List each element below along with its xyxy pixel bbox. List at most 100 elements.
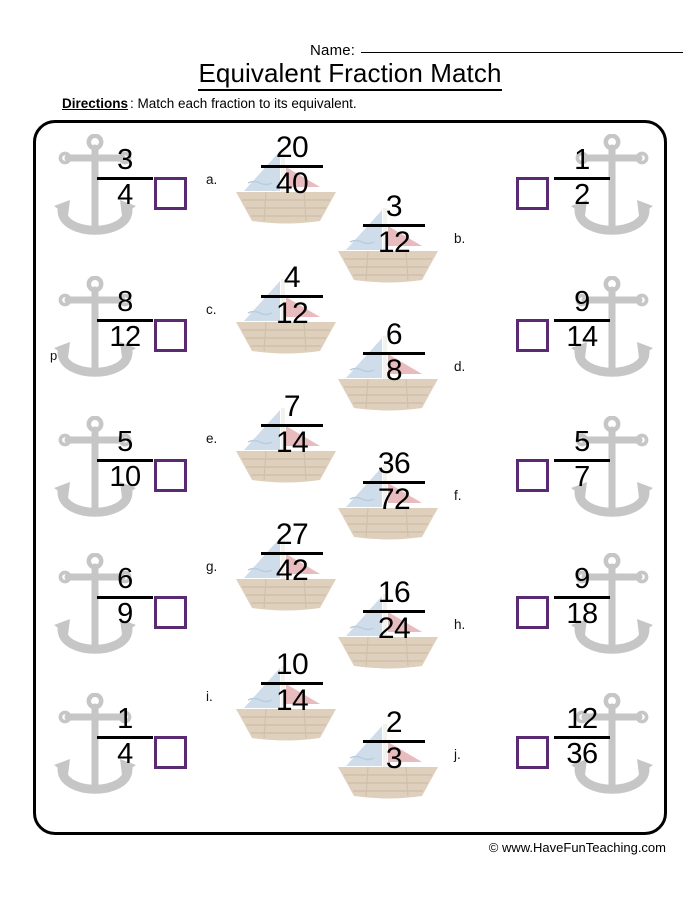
boat-fraction-item: c. 4 12: [206, 261, 386, 357]
fraction: 20 40: [246, 132, 338, 199]
fraction-denominator: 8: [385, 353, 403, 387]
fraction: 3 12: [348, 191, 440, 259]
item-letter: i.: [206, 688, 213, 704]
item-letter: b.: [454, 230, 466, 246]
boat-fraction-group: 2 3: [330, 707, 446, 800]
fraction-denominator: 12: [109, 320, 141, 353]
boat-fraction-item: e. 7 14: [206, 390, 386, 486]
sailboat-icon: [338, 594, 438, 669]
fraction-denominator: 4: [117, 178, 133, 211]
anchor-fraction-group: 6 9: [48, 553, 160, 671]
page-title-text: Equivalent Fraction Match: [198, 58, 502, 91]
fraction: 3 4: [82, 144, 168, 211]
answer-box[interactable]: [516, 595, 549, 629]
answer-box[interactable]: [154, 318, 187, 352]
fraction-numerator: 1: [117, 703, 133, 735]
item-letter: a.: [206, 171, 218, 187]
fraction-numerator: 9: [574, 286, 590, 318]
fraction-denominator: 12: [377, 225, 411, 259]
sailboat-icon: [236, 149, 336, 224]
anchor-fraction: 5 7: [539, 427, 625, 492]
fraction-bar: [554, 735, 610, 739]
name-field-row: Name:: [310, 42, 684, 59]
answer-box[interactable]: [516, 318, 549, 352]
fraction-numerator: 3: [117, 144, 133, 176]
anchor-icon: [571, 134, 653, 235]
anchor-fraction: 12 36: [539, 703, 625, 769]
sailboat-icon: [236, 536, 336, 611]
fraction-bar: [363, 609, 425, 613]
fraction: 12 36: [539, 703, 625, 769]
fraction-bar: [363, 223, 425, 227]
answer-box[interactable]: [154, 735, 187, 769]
fraction-denominator: 72: [377, 482, 411, 516]
fraction-numerator: 12: [566, 703, 598, 735]
fraction-numerator: 10: [275, 648, 309, 681]
fraction: 9 18: [539, 563, 625, 629]
answer-box[interactable]: [516, 735, 549, 769]
answer-box[interactable]: [154, 595, 187, 629]
answer-box[interactable]: [516, 176, 549, 210]
fraction: 16 24: [348, 577, 440, 644]
fraction-denominator: 2: [574, 178, 590, 211]
right-fraction-item: 9 18: [516, 552, 686, 672]
fraction-bar: [554, 318, 610, 322]
fraction-denominator: 4: [117, 737, 133, 770]
boat-fraction-group: 7 14: [228, 391, 344, 484]
anchor-fraction-group: 5 7: [547, 416, 659, 534]
anchor-fraction-group: 9 18: [547, 553, 659, 671]
sailboat-icon: [338, 336, 438, 411]
fraction: 36 72: [348, 448, 440, 516]
item-letter: d.: [454, 358, 466, 374]
fraction-bar: [97, 735, 153, 739]
item-letter: j.: [454, 746, 461, 762]
boat-fraction-group: 6 8: [330, 319, 446, 412]
answer-box[interactable]: [516, 458, 549, 492]
boat-fraction: 36 72: [348, 448, 440, 516]
fraction-denominator: 10: [109, 460, 141, 493]
sailboat-icon: [338, 724, 438, 799]
boat-fraction-item: i. 10 14: [206, 648, 386, 744]
fraction-numerator: 5: [117, 426, 133, 458]
anchor-fraction-group: 1 4: [48, 693, 160, 811]
fraction: 4 12: [246, 261, 338, 329]
anchor-icon: [54, 276, 136, 377]
boat-fraction: 3 12: [348, 191, 440, 259]
answer-box[interactable]: [154, 458, 187, 492]
name-label: Name:: [310, 42, 356, 59]
fraction-bar: [554, 595, 610, 599]
fraction-bar: [554, 458, 610, 462]
boat-fraction-item: b. 3 12: [330, 190, 510, 286]
fraction-bar: [97, 176, 153, 180]
fraction-numerator: 9: [574, 563, 590, 595]
left-fraction-item: 5 10: [48, 415, 218, 535]
item-letter: f.: [454, 487, 462, 503]
item-letter: h.: [454, 616, 466, 632]
fraction-numerator: 6: [117, 563, 133, 595]
anchor-icon: [54, 553, 136, 654]
boat-fraction-group: 10 14: [228, 648, 344, 742]
name-write-line[interactable]: [361, 52, 684, 53]
boat-fraction-item: j. 2 3: [330, 706, 510, 802]
right-fraction-item: 12 36: [516, 692, 686, 812]
anchor-fraction: 1 2: [539, 145, 625, 211]
anchor-fraction: 9 14: [539, 286, 625, 353]
fraction: 6 9: [82, 563, 168, 629]
anchor-icon: [571, 276, 653, 377]
directions-text: : Match each fraction to its equivalent.: [130, 96, 357, 111]
fraction-numerator: 4: [283, 261, 301, 294]
left-fraction-item: 3 4: [48, 133, 218, 253]
directions-label: Directions: [62, 96, 129, 111]
fraction-denominator: 14: [566, 320, 598, 353]
page-title: Equivalent Fraction Match: [0, 58, 700, 91]
boat-fraction-group: 36 72: [330, 448, 446, 541]
sailboat-icon: [236, 666, 336, 741]
anchor-icon: [571, 693, 653, 794]
anchor-fraction-group: 1 2: [547, 134, 659, 252]
sailboat-icon: [236, 279, 336, 354]
anchor-icon: [571, 553, 653, 654]
boat-fraction: 10 14: [246, 648, 338, 716]
anchor-fraction-group: 5 10: [48, 416, 160, 534]
answer-box[interactable]: [154, 176, 187, 210]
fraction: 1 2: [539, 145, 625, 211]
